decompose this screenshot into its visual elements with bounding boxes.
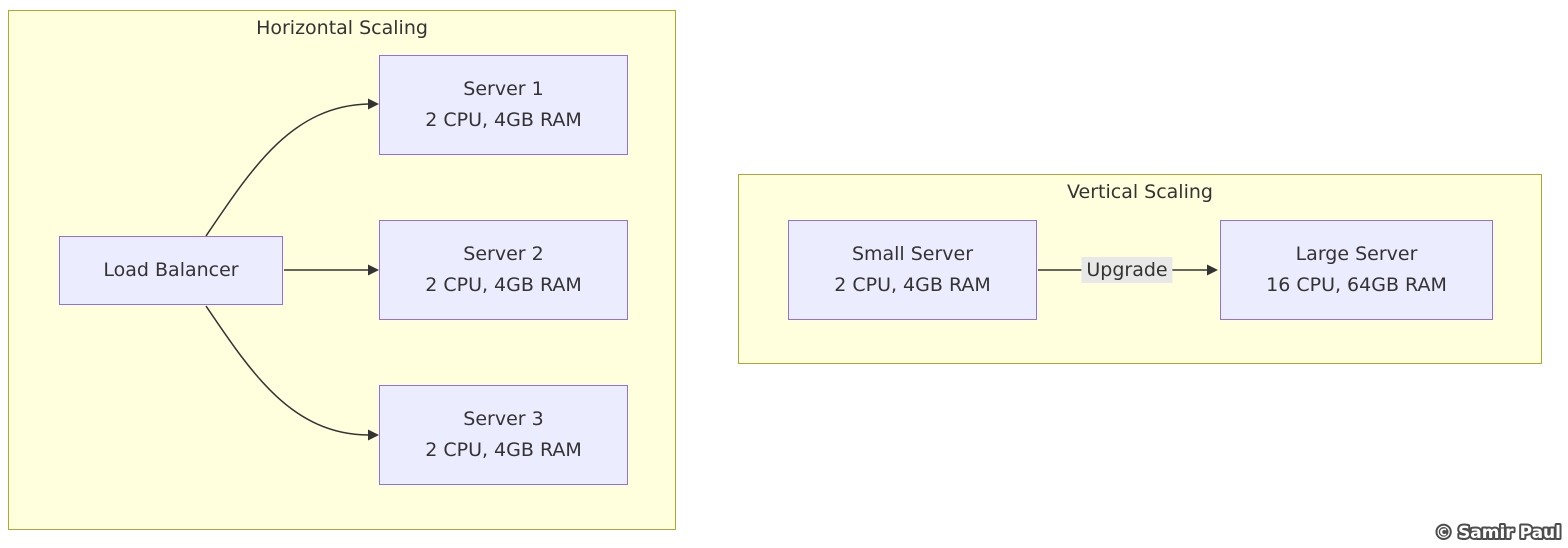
node-server3-title: Server 3 [463,408,544,430]
watermark-text: © Samir Paul [1435,523,1561,543]
watermark: © Samir Paul [1433,521,1563,545]
node-server2: Server 2 2 CPU, 4GB RAM [379,220,628,320]
node-large-server-title: Large Server [1295,243,1418,265]
node-server2-title: Server 2 [463,243,544,265]
node-load-balancer: Load Balancer [59,236,283,305]
node-small-server-title: Small Server [851,243,974,265]
node-server1-spec: 2 CPU, 4GB RAM [425,109,582,131]
node-server3-spec: 2 CPU, 4GB RAM [425,439,582,461]
node-load-balancer-label: Load Balancer [103,259,239,281]
node-small-server-spec: 2 CPU, 4GB RAM [834,274,991,296]
cluster-horizontal-scaling-title: Horizontal Scaling [256,17,428,39]
node-server1: Server 1 2 CPU, 4GB RAM [379,55,628,155]
node-large-server-spec: 16 CPU, 64GB RAM [1266,274,1447,296]
node-server2-spec: 2 CPU, 4GB RAM [425,274,582,296]
node-small-server: Small Server 2 CPU, 4GB RAM [788,220,1037,320]
node-server3: Server 3 2 CPU, 4GB RAM [379,385,628,485]
cluster-vertical-scaling-title: Vertical Scaling [1067,181,1213,203]
node-large-server: Large Server 16 CPU, 64GB RAM [1220,220,1493,320]
edge-label-upgrade: Upgrade [1081,257,1173,283]
node-server1-title: Server 1 [463,78,544,100]
